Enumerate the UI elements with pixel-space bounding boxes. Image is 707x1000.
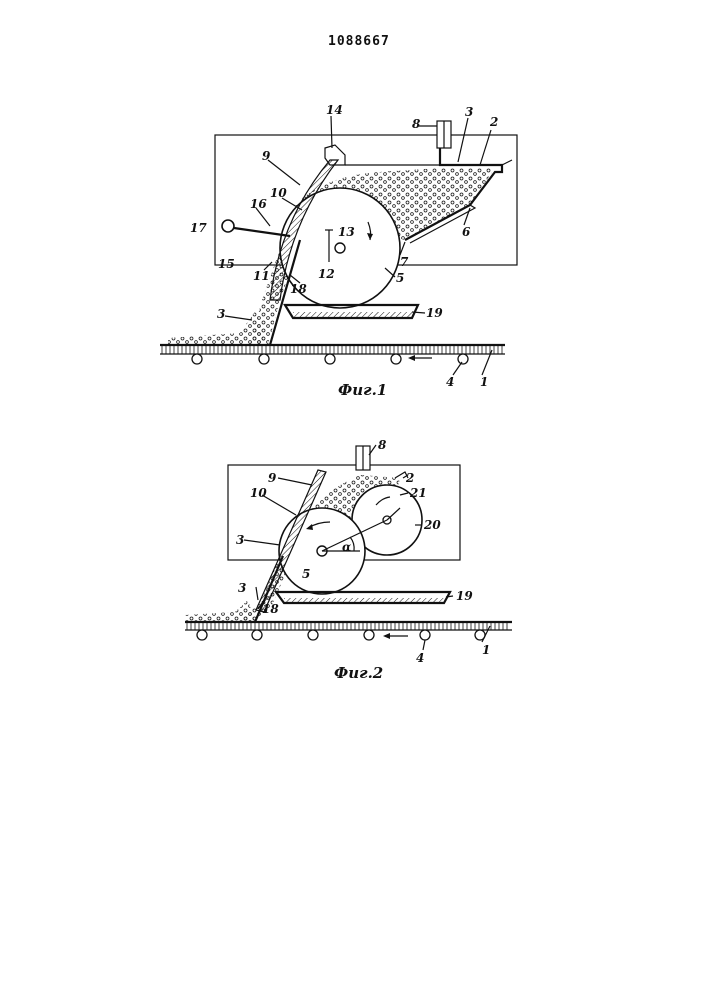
roller: [259, 354, 269, 364]
roller: [391, 354, 401, 364]
label-5: 5: [396, 271, 404, 285]
label-14: 14: [326, 103, 343, 117]
label-8: 8: [412, 117, 421, 131]
label-3: 3: [465, 105, 473, 119]
figure-1: [160, 116, 517, 375]
label-3-bottom: 3: [238, 581, 246, 595]
label-21: 21: [409, 486, 427, 500]
label-10: 10: [270, 186, 287, 200]
label-5: 5: [302, 567, 310, 581]
label-3-bottom: 3: [217, 307, 225, 321]
label-2: 2: [405, 471, 414, 485]
label-19: 19: [426, 306, 443, 320]
label-3: 3: [236, 533, 244, 547]
label-2: 2: [489, 115, 498, 129]
label-15: 15: [218, 257, 235, 271]
label-16: 16: [250, 197, 267, 211]
label-10: 10: [250, 486, 267, 500]
label-1: 1: [480, 375, 488, 389]
label-13: 13: [338, 225, 355, 239]
rollers: [192, 354, 468, 364]
roller: [458, 354, 468, 364]
label-12: 12: [318, 267, 335, 281]
label-11: 11: [253, 269, 270, 283]
label-9: 9: [262, 149, 271, 163]
pivot: [222, 220, 234, 232]
label-8: 8: [378, 438, 387, 452]
roller: [252, 630, 262, 640]
roller: [420, 630, 430, 640]
rollers: [197, 630, 485, 640]
roller: [197, 630, 207, 640]
figure-2-caption: Фиг.2: [334, 664, 383, 682]
label-1: 1: [482, 643, 490, 657]
roller: [308, 630, 318, 640]
label-18: 18: [262, 602, 279, 616]
label-18: 18: [290, 282, 307, 296]
label-20: 20: [423, 518, 441, 532]
figure-1-caption: Фиг.1: [338, 381, 387, 399]
conveyor-ticks: [162, 345, 502, 354]
roller: [192, 354, 202, 364]
material-layer: [185, 600, 255, 622]
label-6: 6: [462, 225, 471, 239]
label-4: 4: [416, 651, 424, 665]
roller: [325, 354, 335, 364]
label-4: 4: [446, 375, 454, 389]
label-17: 17: [190, 221, 207, 235]
roller: [364, 630, 374, 640]
label-9: 9: [268, 471, 277, 485]
label-7: 7: [400, 255, 409, 269]
label-19: 19: [456, 589, 473, 603]
label-alpha: α: [342, 540, 351, 554]
conveyor-ticks: [187, 622, 507, 630]
